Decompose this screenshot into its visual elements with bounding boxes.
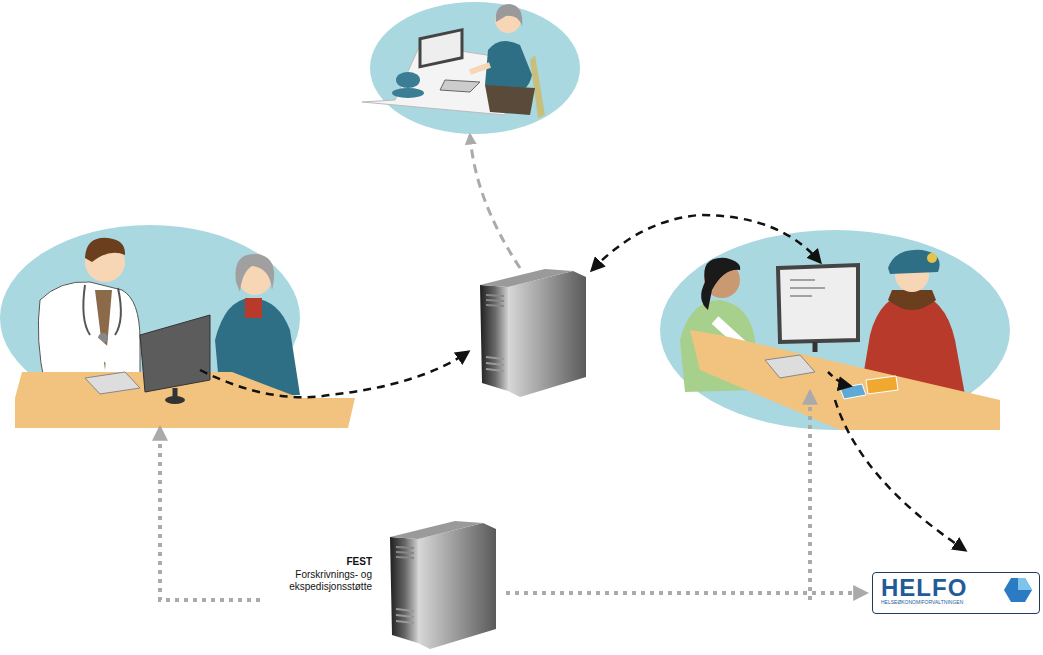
drawing-part [38,282,140,385]
drawing-part [866,376,898,394]
drawing-part [790,280,825,296]
logo-subtitle: HELSEØKONOMIFORVALTNINGEN [881,600,1031,606]
drawing-part [485,85,535,115]
drawing-part [927,253,937,263]
server [390,521,496,649]
label-group: FESTForskrivnings- og ekspedisjonsstøtte [262,556,372,594]
system-description: Forskrivnings- og ekspedisjonsstøtte [262,569,372,594]
drawing-part [392,88,424,98]
drawing-part [160,428,260,600]
drawing-part [85,372,140,394]
data-flow-arrow [506,591,866,595]
drawing-part [888,290,936,310]
drawing-part [200,352,468,397]
drawing-part [808,392,812,600]
drawing-part [470,135,520,268]
drawing-part [813,342,818,352]
doctor-scene [0,225,355,428]
drawing-part [440,80,480,92]
drawing-part [530,55,545,118]
drawing-part [840,384,866,399]
drawing-part [245,298,262,318]
drawing-part [828,372,850,386]
drawing-part [370,2,580,134]
drawing-part [90,340,130,375]
drawing-part [592,215,820,270]
logo-mark [1003,576,1033,604]
drawing-part [835,400,965,550]
system-name: FEST [262,556,372,569]
drawing-part [165,396,185,404]
flow-lines [160,135,965,600]
logo-mark [1018,578,1032,590]
server-node: FESTForskrivnings- og ekspedisjonsstøtte [262,520,504,655]
drawing-part [235,254,274,292]
drawing-part [140,315,210,392]
logo-text: HELFO [881,576,1031,600]
drawing-part [83,285,121,335]
drawing-part [701,258,740,310]
drawing-part [765,355,815,378]
connectors [506,593,866,594]
drawing-part [420,30,462,67]
drawing-part [778,265,858,342]
server [388,520,500,654]
drawing-part [85,238,125,262]
drawing-part [496,4,522,26]
home-scene [362,2,580,134]
drawing-part [690,330,1000,430]
drawing-part [888,250,940,274]
drawing-part [396,72,420,88]
drawing-part [470,65,490,72]
server [480,269,586,397]
logo-box: HELFOHELSEØKONOMIFORVALTNINGEN [872,572,1040,614]
logo-mark [1004,578,1032,602]
